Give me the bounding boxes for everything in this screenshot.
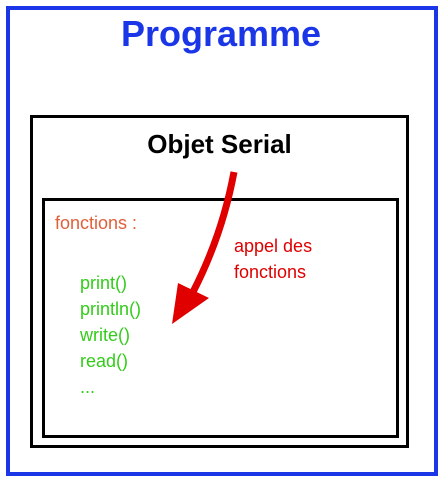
program-frame	[6, 6, 438, 476]
serial-object-title: Objet Serial	[147, 129, 292, 159]
function-list: print() println() write() read() ...	[80, 270, 141, 400]
call-note-line: appel des	[234, 236, 313, 256]
serial-object-box	[30, 115, 409, 448]
function-item: ...	[80, 377, 96, 397]
function-call-note: appel des fonctions	[234, 233, 312, 285]
function-item: write()	[80, 325, 130, 345]
functions-label: fonctions :	[55, 213, 138, 233]
function-item: print()	[80, 273, 128, 293]
program-title: Programme	[120, 13, 322, 54]
function-item: println()	[80, 299, 142, 319]
function-item: read()	[80, 351, 129, 371]
call-note-line: fonctions	[234, 262, 307, 282]
